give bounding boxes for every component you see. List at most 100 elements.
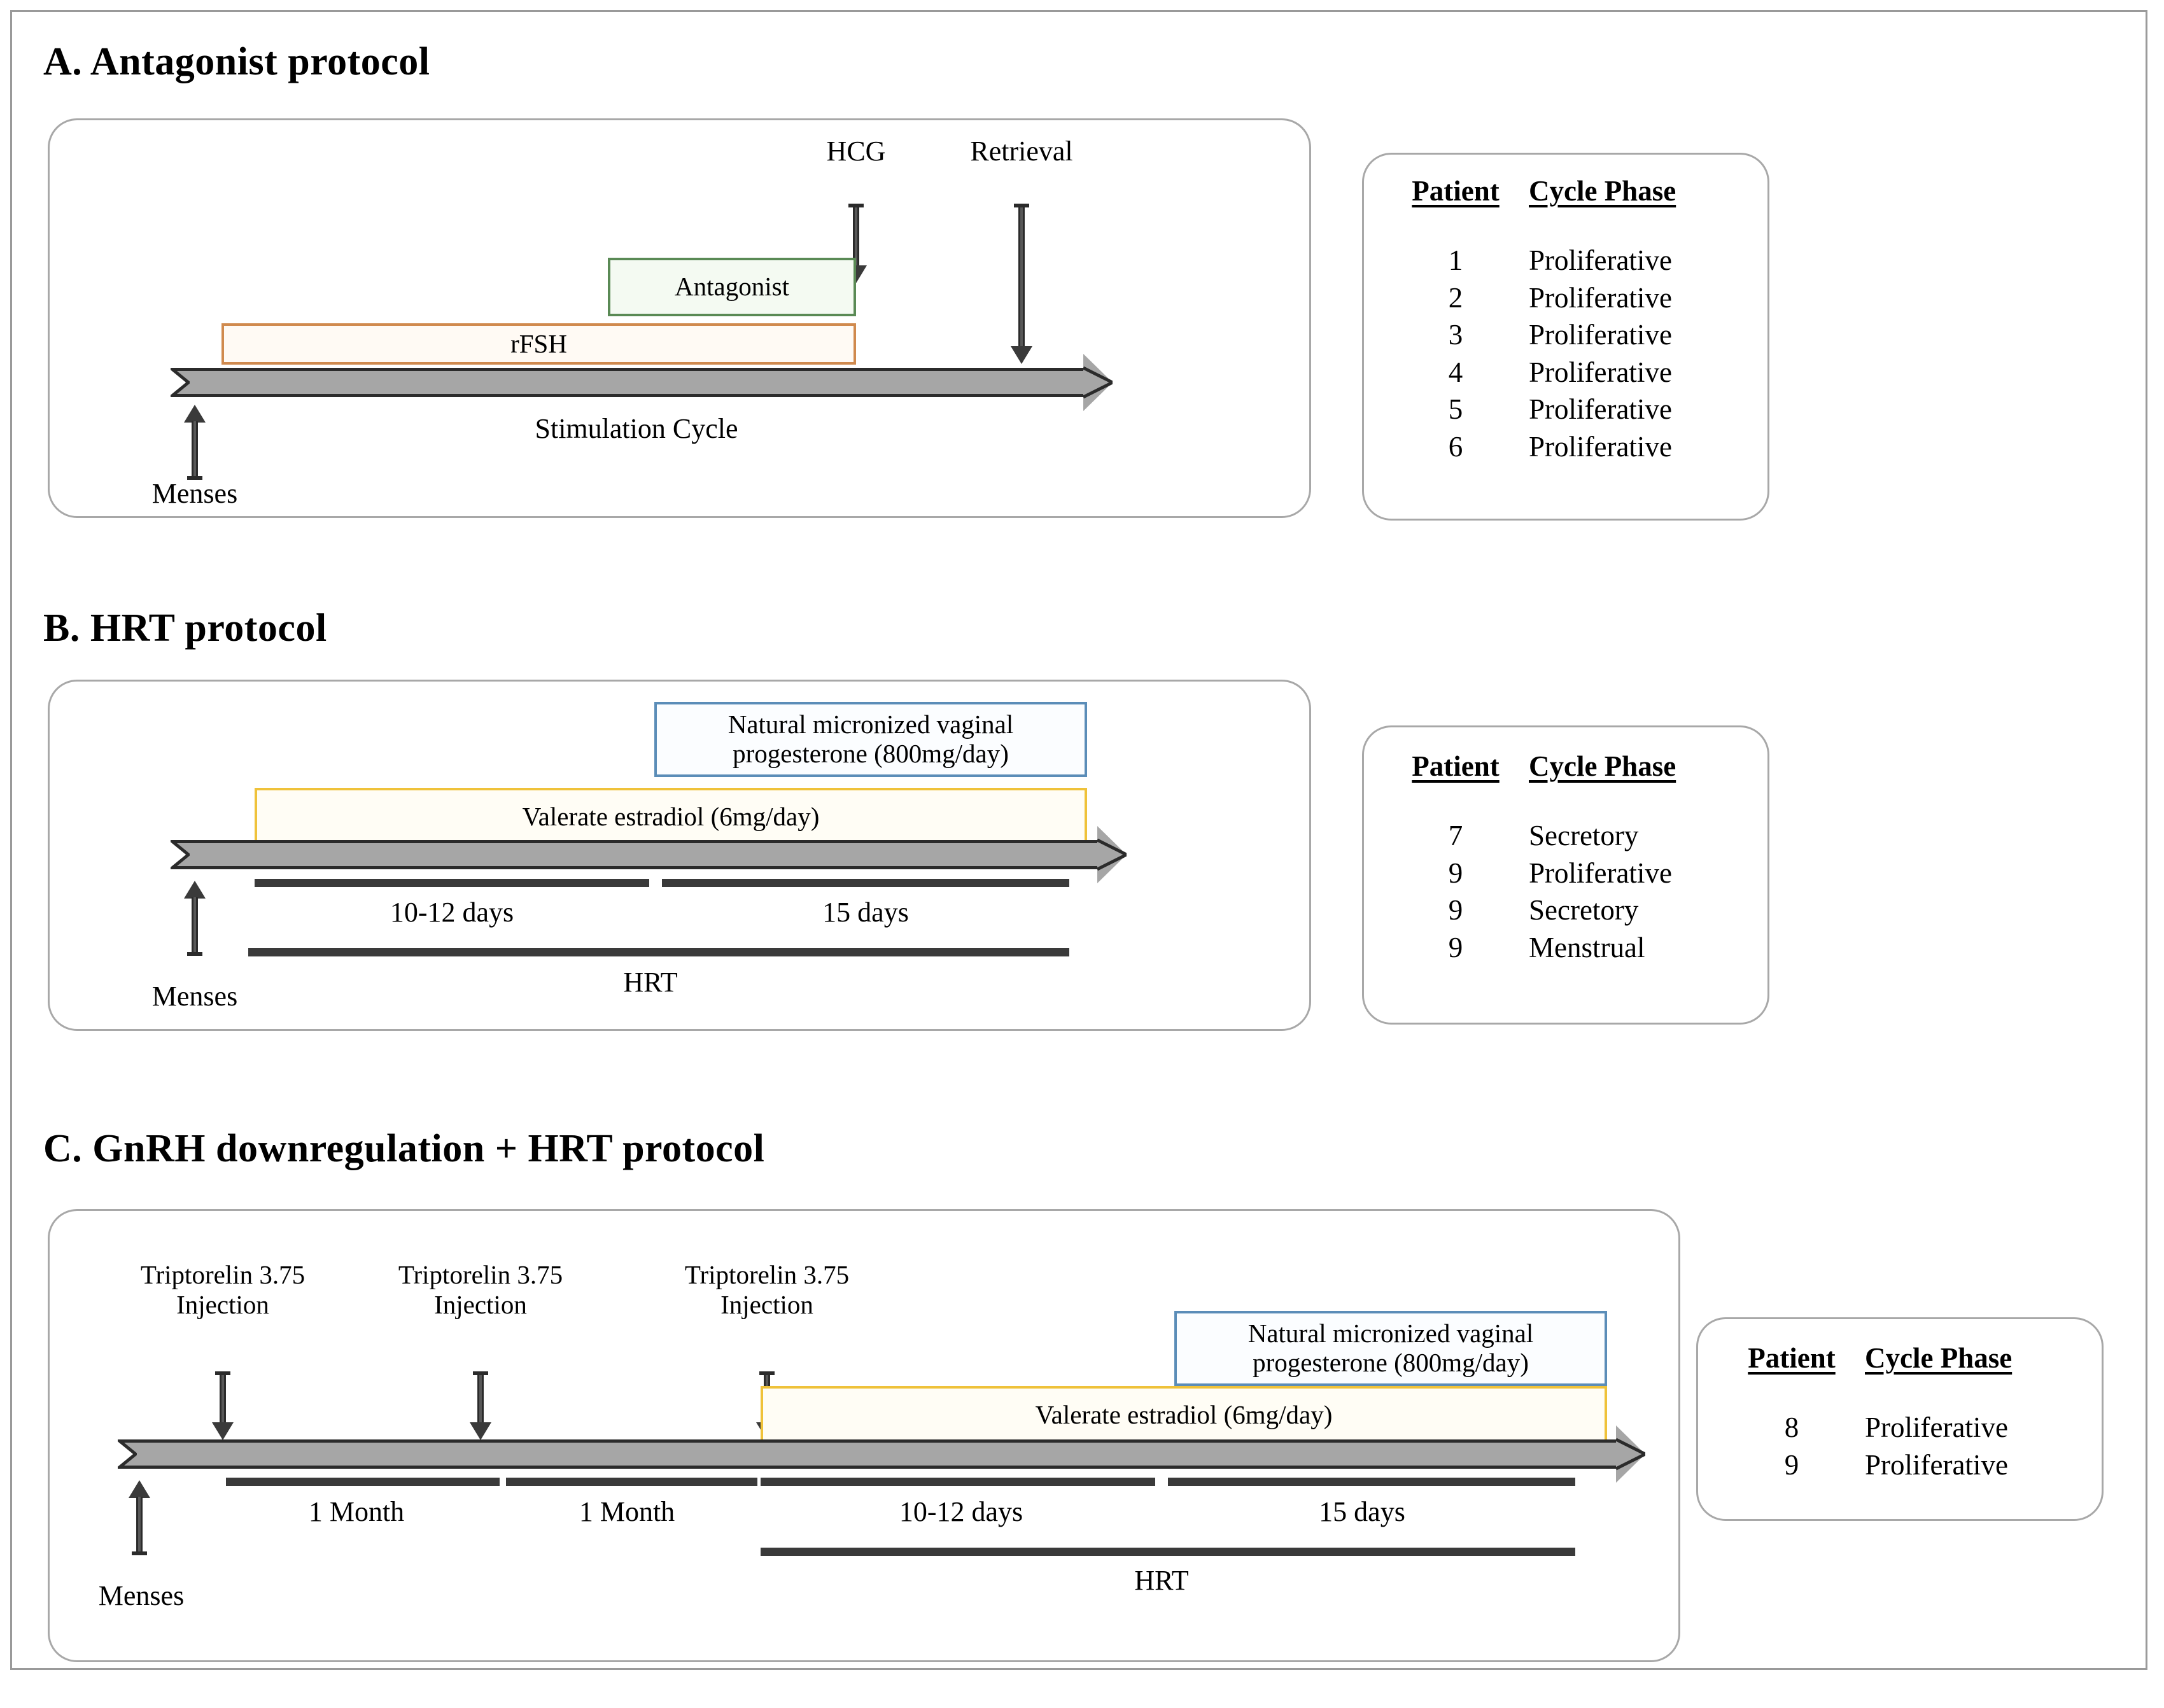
injection-3-line-1: Triptorelin 3.75	[684, 1260, 850, 1289]
cell-patient: 3	[1448, 319, 1463, 351]
panel-c-menses-arrow-icon	[129, 1480, 150, 1555]
progesterone-line-1: Natural micronized vaginal	[1247, 1319, 1534, 1348]
panel-c-duration-bar-2	[506, 1478, 757, 1486]
retrieval-label: Retrieval	[970, 136, 1073, 167]
injection-1-line-2: Injection	[176, 1290, 269, 1320]
table-row: 9 Proliferative	[1718, 1446, 2075, 1484]
panel-a-diagram-box	[48, 118, 1311, 518]
panel-b-hrt-label: HRT	[623, 967, 678, 998]
panel-b-hrt-bar	[248, 948, 1069, 956]
rfsh-box: rFSH	[221, 323, 856, 365]
panel-c-timeline-arrow	[118, 1425, 1645, 1483]
panel-a-title: A. Antagonist protocol	[43, 40, 430, 83]
panel-b-menses-arrow-icon	[184, 881, 206, 956]
table-header-row: Patient Cycle Phase	[1382, 750, 1739, 783]
header-patient: Patient	[1412, 750, 1500, 782]
panel-b-progesterone-box: Natural micronized vaginal progesterone …	[654, 702, 1087, 777]
header-cycle-phase: Cycle Phase	[1529, 750, 1676, 782]
panel-c-duration-bar-4	[1168, 1478, 1575, 1486]
cell-patient: 5	[1448, 393, 1463, 425]
progesterone-line-2: progesterone (800mg/day)	[1253, 1348, 1529, 1377]
injection-label-1: Triptorelin 3.75 Injection	[141, 1260, 305, 1320]
cell-patient: 2	[1448, 281, 1463, 314]
panel-a-timeline-arrow	[171, 354, 1113, 411]
panel-a-menses-label: Menses	[151, 478, 238, 509]
injection-arrow-1-icon	[212, 1371, 234, 1440]
cell-phase: Proliferative	[1529, 430, 1672, 463]
cell-phase: Proliferative	[1529, 319, 1672, 351]
panel-b-duration-bar-2	[662, 879, 1069, 887]
table-header-row: Patient Cycle Phase	[1382, 174, 1739, 207]
cell-phase: Proliferative	[1529, 281, 1672, 314]
panel-c-table-box	[1696, 1317, 2104, 1521]
injection-3-line-2: Injection	[720, 1290, 813, 1320]
panel-c-progesterone-box: Natural micronized vaginal progesterone …	[1174, 1311, 1607, 1386]
header-cycle-phase: Cycle Phase	[1865, 1342, 2013, 1374]
table-row: 3 Proliferative	[1382, 316, 1739, 354]
retrieval-arrow-icon	[1011, 204, 1032, 364]
panel-b-duration-label-2: 15 days	[822, 897, 909, 928]
cell-patient: 8	[1784, 1411, 1799, 1443]
panel-c-duration-label-3: 10-12 days	[899, 1496, 1023, 1527]
panel-c-duration-label-1: 1 Month	[308, 1496, 405, 1527]
stimulation-cycle-label: Stimulation Cycle	[535, 413, 738, 444]
panel-c-menses-label: Menses	[98, 1580, 185, 1611]
header-patient: Patient	[1748, 1342, 1836, 1374]
cell-patient: 9	[1448, 857, 1463, 889]
hcg-label: HCG	[826, 136, 886, 167]
panel-c-duration-bar-1	[226, 1478, 500, 1486]
cell-phase: Proliferative	[1529, 393, 1672, 425]
table-row: 9 Menstrual	[1382, 929, 1739, 967]
cell-phase: Proliferative	[1865, 1411, 2008, 1443]
cell-patient: 9	[1784, 1448, 1799, 1481]
panel-a-menses-arrow-icon	[184, 405, 206, 480]
panel-b-timeline-arrow	[171, 826, 1127, 883]
cell-phase: Secretory	[1529, 820, 1639, 851]
panel-c-estradiol-box: Valerate estradiol (6mg/day)	[761, 1386, 1607, 1445]
panel-c-duration-label-4: 15 days	[1319, 1496, 1405, 1527]
table-row: 8 Proliferative	[1718, 1409, 2075, 1446]
panel-b-duration-label-1: 10-12 days	[390, 897, 514, 928]
cell-patient: 6	[1448, 430, 1463, 463]
header-patient: Patient	[1412, 175, 1500, 207]
table-row: 4 Proliferative	[1382, 354, 1739, 391]
panel-c-title: C. GnRH downregulation + HRT protocol	[43, 1127, 765, 1170]
progesterone-line-2: progesterone (800mg/day)	[733, 739, 1009, 768]
panel-b-menses-label: Menses	[151, 981, 238, 1012]
cell-patient: 4	[1448, 356, 1463, 388]
table-row: 5 Proliferative	[1382, 391, 1739, 428]
table-row: 6 Proliferative	[1382, 428, 1739, 466]
panel-b-duration-bar-1	[255, 879, 649, 887]
cell-patient: 9	[1448, 894, 1463, 926]
panel-c-hrt-bar	[761, 1548, 1575, 1556]
cell-phase: Proliferative	[1865, 1448, 2008, 1481]
injection-label-3: Triptorelin 3.75 Injection	[685, 1260, 849, 1320]
injection-1-line-1: Triptorelin 3.75	[140, 1260, 306, 1289]
cell-phase: Menstrual	[1529, 931, 1645, 963]
panel-c-hrt-label: HRT	[1134, 1565, 1189, 1596]
injection-2-line-2: Injection	[434, 1290, 527, 1320]
cell-patient: 1	[1448, 244, 1463, 276]
cell-patient: 7	[1448, 820, 1463, 851]
panel-b-table-box	[1362, 725, 1769, 1025]
injection-label-2: Triptorelin 3.75 Injection	[398, 1260, 563, 1320]
cell-patient: 9	[1448, 931, 1463, 963]
cell-phase: Proliferative	[1529, 356, 1672, 388]
panel-c-duration-bar-3	[761, 1478, 1155, 1486]
antagonist-box: Antagonist	[608, 258, 856, 316]
injection-arrow-2-icon	[470, 1371, 491, 1440]
table-header-row: Patient Cycle Phase	[1718, 1341, 2075, 1375]
progesterone-line-1: Natural micronized vaginal	[727, 710, 1014, 739]
panel-b-title: B. HRT protocol	[43, 606, 327, 650]
panel-a-table-box	[1362, 153, 1769, 521]
panel-c-duration-label-2: 1 Month	[579, 1496, 675, 1527]
table-row: 7 Secretory	[1382, 817, 1739, 855]
panel-b-estradiol-box: Valerate estradiol (6mg/day)	[255, 788, 1087, 846]
